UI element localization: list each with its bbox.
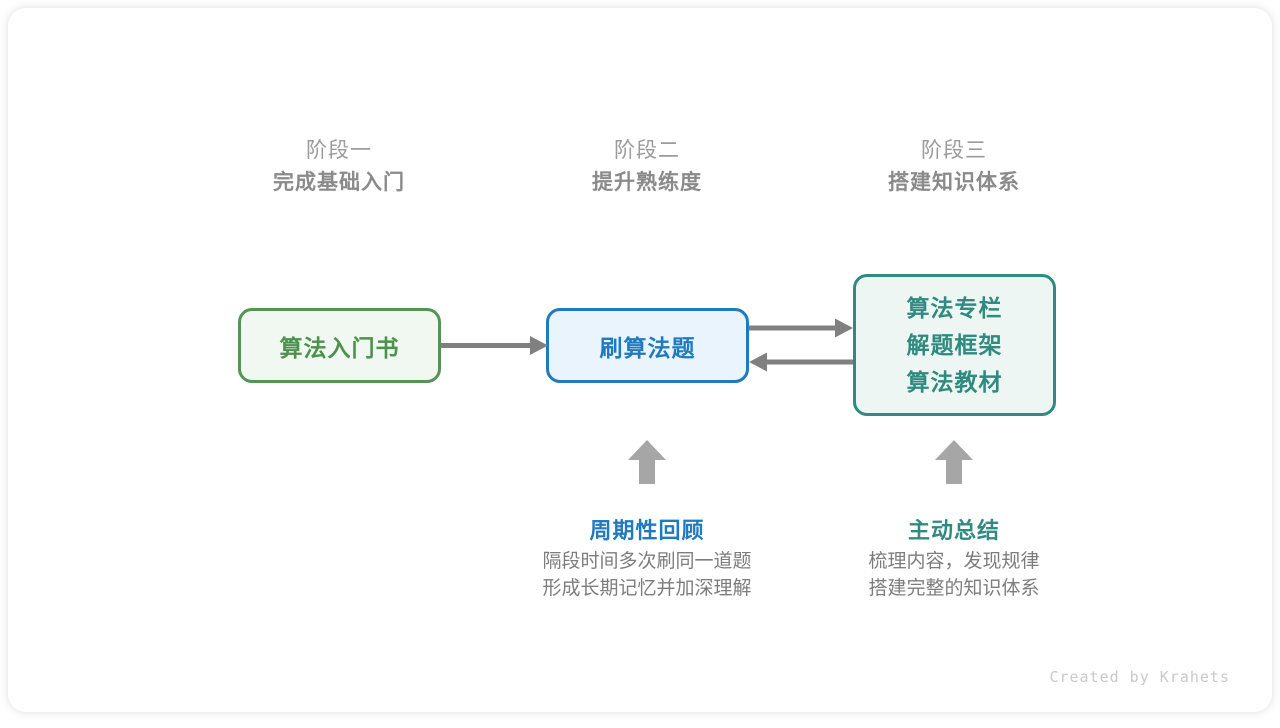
phase-subtitle: 阶段二 <box>614 139 680 162</box>
node-algorithm-intro-book[interactable]: 算法入门书 <box>238 308 441 383</box>
phase-header-1: 阶段一 完成基础入门 <box>209 136 469 200</box>
credit-label: Created by Krahets <box>1049 668 1230 686</box>
annotation-desc-line: 搭建完整的知识体系 <box>868 578 1040 599</box>
node-line: 算法入门书 <box>279 334 400 361</box>
phase-title: 提升熟练度 <box>592 171 702 194</box>
annotation-desc-line: 形成长期记忆并加深理解 <box>542 578 752 599</box>
node-line: 算法教材 <box>906 368 1003 395</box>
annotation-active-summary: 主动总结 梳理内容，发现规律 搭建完整的知识体系 <box>804 438 1104 602</box>
annotation-periodic-review: 周期性回顾 隔段时间多次刷同一道题 形成长期记忆并加深理解 <box>497 438 797 602</box>
arrow-up-icon <box>628 440 666 484</box>
phase-subtitle: 阶段一 <box>306 139 372 162</box>
annotation-desc-line: 梳理内容，发现规律 <box>868 551 1040 572</box>
annotation-desc-line: 隔段时间多次刷同一道题 <box>542 551 752 572</box>
node-line: 刷算法题 <box>599 334 696 361</box>
node-knowledge-system[interactable]: 算法专栏 解题框架 算法教材 <box>853 274 1056 416</box>
node-line: 解题框架 <box>906 331 1003 358</box>
phase-header-3: 阶段三 搭建知识体系 <box>824 136 1084 200</box>
phase-title: 搭建知识体系 <box>888 171 1020 194</box>
annotation-title: 主动总结 <box>907 518 1000 543</box>
node-line: 算法专栏 <box>906 294 1003 321</box>
node-practice-problems[interactable]: 刷算法题 <box>546 308 749 383</box>
arrow-up-icon <box>935 440 973 484</box>
phase-title: 完成基础入门 <box>273 171 405 194</box>
diagram-canvas: 阶段一 完成基础入门 阶段二 提升熟练度 阶段三 搭建知识体系 算法入门书 刷算… <box>8 8 1272 712</box>
arrow-practice-to-system <box>749 318 853 338</box>
annotation-title: 周期性回顾 <box>589 518 705 543</box>
arrow-book-to-practice <box>441 336 548 355</box>
phase-subtitle: 阶段三 <box>921 139 987 162</box>
phase-header-2: 阶段二 提升熟练度 <box>517 136 777 200</box>
arrow-system-to-practice <box>749 352 853 372</box>
